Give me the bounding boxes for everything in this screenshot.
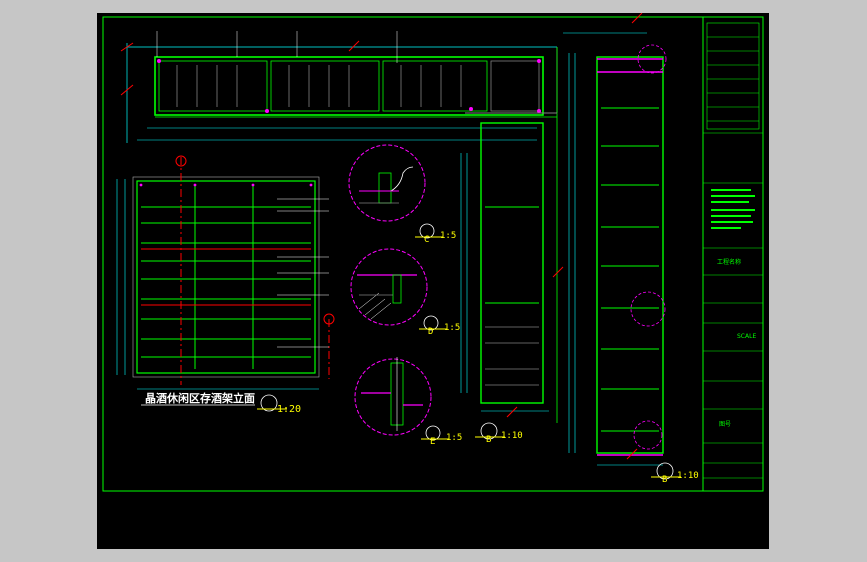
title-block-drawing-no: 图号 bbox=[719, 421, 732, 428]
detail-e-label: E bbox=[430, 437, 436, 447]
section-marker-b-middle bbox=[475, 422, 505, 440]
detail-circle-e bbox=[354, 357, 432, 436]
detail-c-label: C bbox=[424, 235, 430, 245]
detail-marker-d bbox=[419, 315, 447, 331]
title-block-notes bbox=[711, 189, 755, 229]
detail-d-label: D bbox=[428, 327, 434, 337]
detail-c-scale: 1:5 bbox=[440, 231, 457, 241]
section-b-right-label: B bbox=[662, 475, 668, 485]
detail-circle-c bbox=[348, 144, 426, 222]
drawing-frame bbox=[102, 16, 764, 492]
section-marker-b-right bbox=[651, 462, 681, 480]
wine-rack-elevation bbox=[116, 155, 335, 390]
section-b-mid-scale: 1:10 bbox=[501, 431, 523, 441]
detail-marker-e bbox=[421, 425, 449, 441]
detail-e-scale: 1:5 bbox=[446, 433, 463, 443]
title-block-scale: SCALE bbox=[737, 333, 757, 340]
detail-marker-c bbox=[415, 223, 443, 239]
tall-cabinet-section bbox=[460, 47, 564, 423]
cad-viewport[interactable]: 晶酒休闲区存酒架立面 1:20 C 1:5 D 1:5 E 1:5 B 1:10… bbox=[97, 13, 769, 549]
drawing-title: 晶酒休闲区存酒架立面 bbox=[145, 392, 255, 405]
main-title-marker bbox=[141, 394, 287, 412]
upper-cabinet-elevation bbox=[120, 40, 558, 143]
top-leaders bbox=[156, 31, 398, 63]
section-b-mid-label: B bbox=[486, 435, 492, 445]
right-tall-section bbox=[563, 13, 667, 466]
cad-drawing bbox=[102, 13, 764, 492]
detail-circle-d bbox=[350, 248, 428, 326]
title-block bbox=[703, 22, 763, 479]
detail-d-scale: 1:5 bbox=[444, 323, 461, 333]
drawing-scale: 1:20 bbox=[277, 404, 302, 415]
section-b-right-scale: 1:10 bbox=[677, 471, 699, 481]
title-block-project: 工程名称 bbox=[717, 259, 742, 266]
